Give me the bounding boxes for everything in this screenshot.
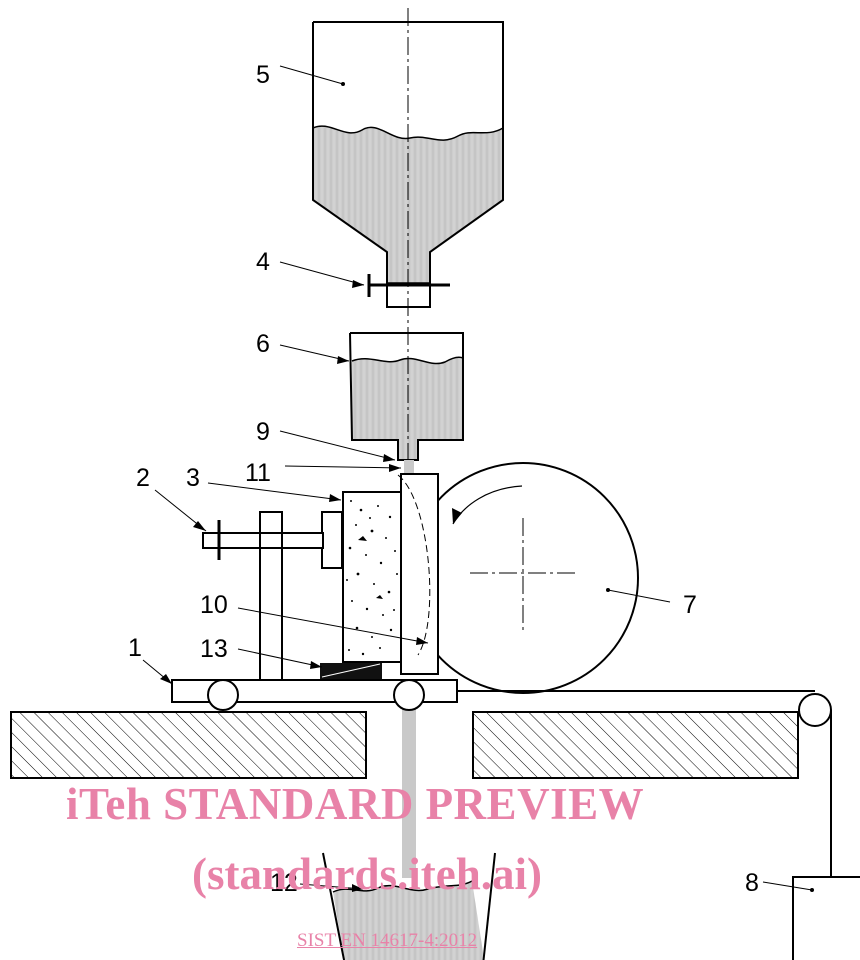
wide-wheel (407, 462, 639, 694)
wedge (320, 663, 382, 679)
watermark-site: (standards.iteh.ai) (192, 849, 543, 899)
label-12: 12 (270, 869, 298, 897)
label-5: 5 (256, 61, 270, 89)
watermark-doc-link[interactable]: SIST EN 14617-4:2012 (297, 930, 478, 951)
label-3: 3 (186, 464, 200, 492)
label-9: 9 (256, 418, 270, 446)
shutoff-valve (367, 274, 450, 297)
label-1: 1 (128, 634, 142, 662)
clamp-holder (202, 511, 343, 681)
abrasive-stream (404, 460, 414, 476)
label-8: 8 (745, 869, 759, 897)
label-11: 11 (245, 459, 271, 487)
label-10: 10 (200, 591, 228, 619)
label-6: 6 (256, 330, 270, 358)
label-7: 7 (683, 591, 697, 619)
label-2: 2 (136, 464, 150, 492)
flow-regulating-hopper (349, 332, 464, 461)
carriage (171, 679, 458, 711)
specimen (342, 491, 402, 663)
label-4: 4 (256, 248, 270, 276)
label-13: 13 (200, 635, 228, 663)
abrasive-fall (402, 708, 416, 878)
base-frame (10, 711, 799, 779)
counterweight-system (457, 690, 860, 960)
leader-arrowheads (160, 82, 814, 892)
watermark-title: iTeh STANDARD PREVIEW (66, 779, 645, 829)
